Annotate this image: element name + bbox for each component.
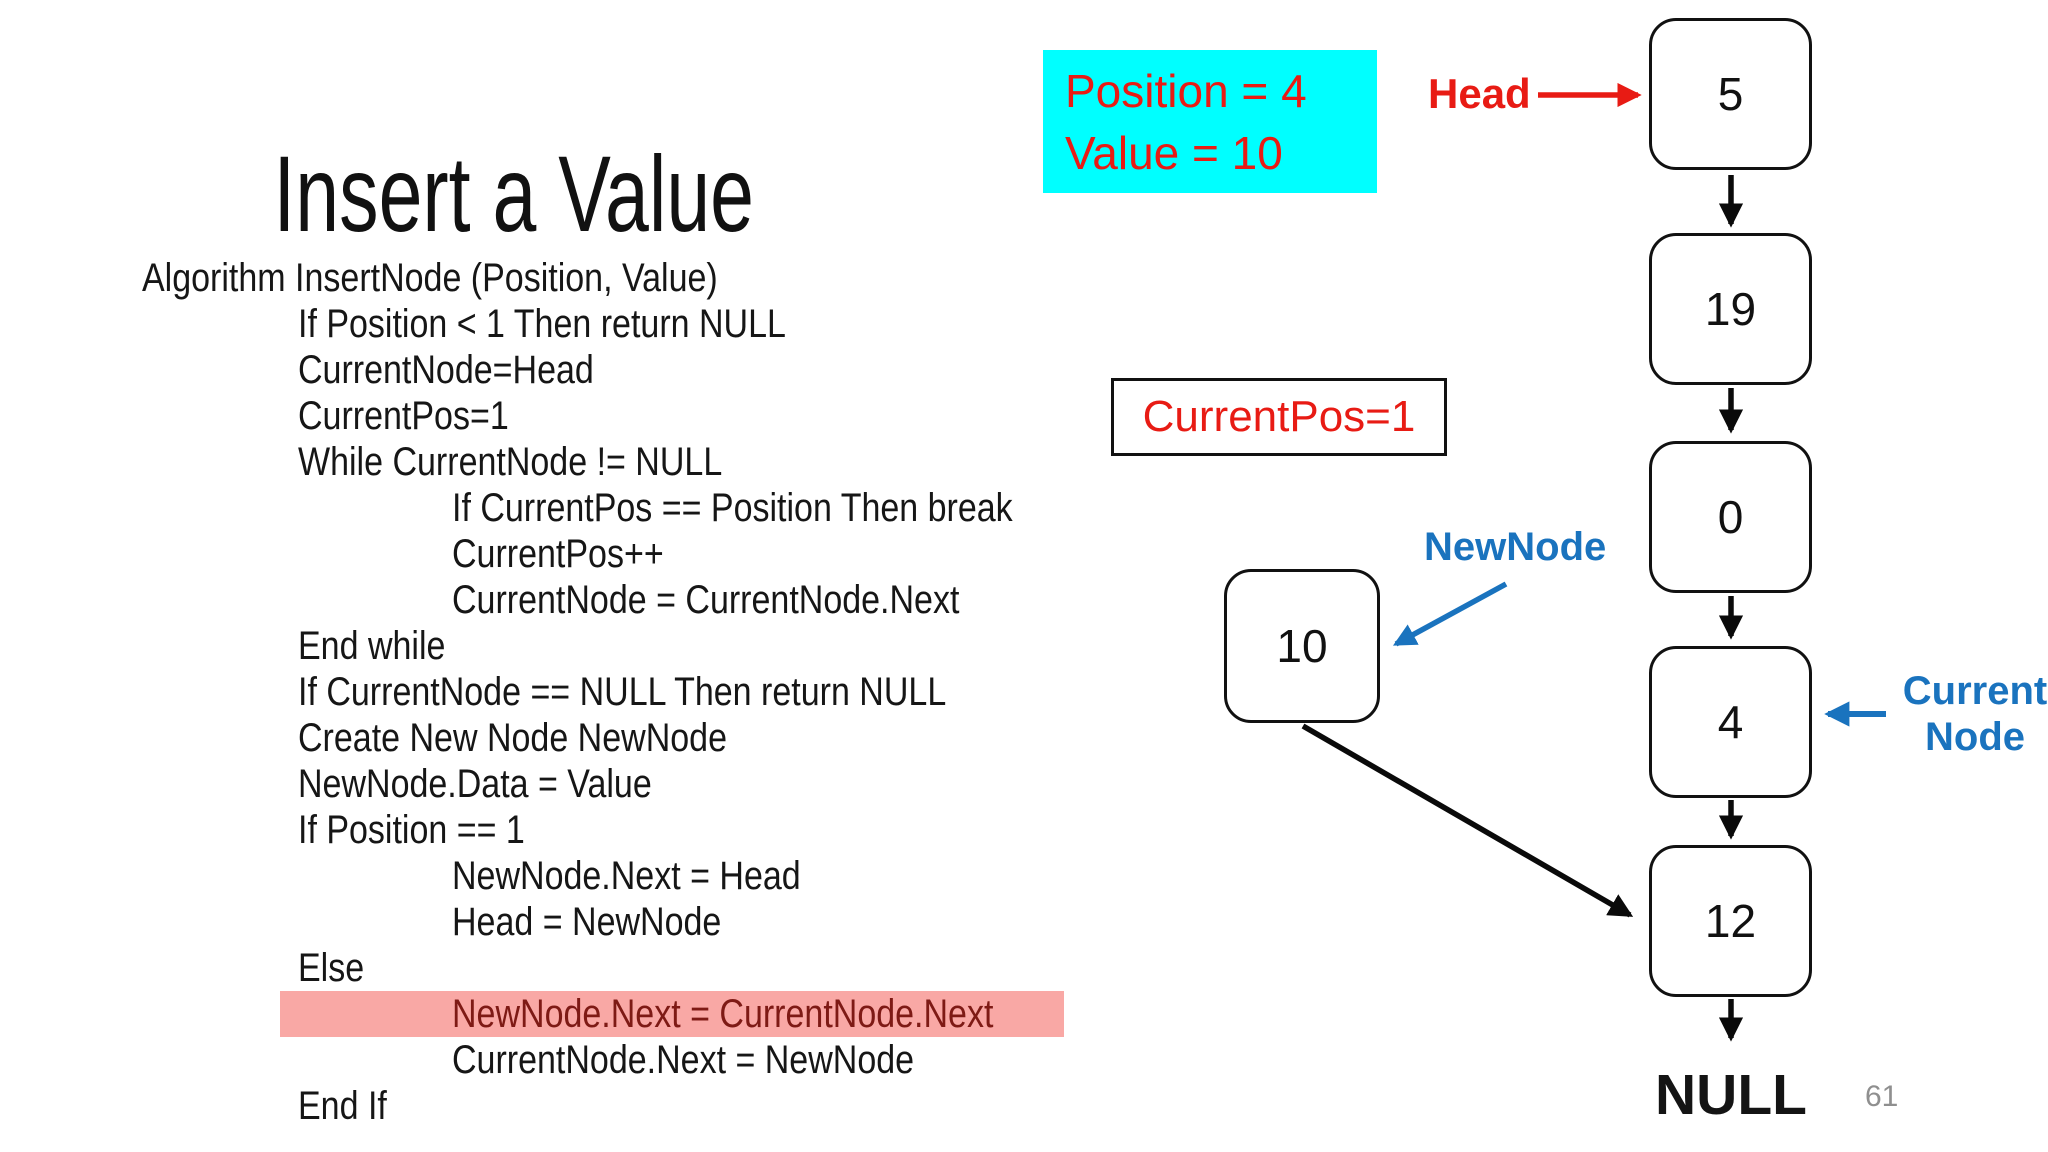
arrow-newnode-label-to-newnode [1392,581,1508,647]
list-node-2: 19 [1649,233,1812,385]
list-node-5: 12 [1649,845,1812,997]
param-value: Value = 10 [1065,127,1283,179]
code-line: NewNode.Data = Value [0,761,1200,807]
code-line: End If [0,1083,1200,1129]
code-line: If Position == 1 [0,807,1200,853]
code-text: Else [298,946,365,990]
currentnode-pointer-label: Current Node [1895,668,2048,760]
code-line-highlighted: NewNode.Next = CurrentNode.Next [0,991,1200,1037]
code-line: While CurrentNode != NULL [0,439,1200,485]
code-line: CurrentNode = CurrentNode.Next [0,577,1200,623]
arrow-newnode-to-node12 [1301,723,1634,918]
code-text: End while [298,624,446,668]
code-line: NewNode.Next = Head [0,853,1200,899]
code-line: If CurrentPos == Position Then break [0,485,1200,531]
currentpos-text: CurrentPos=1 [1142,392,1416,441]
code-text: If CurrentPos == Position Then break [452,486,1013,530]
code-text: If Position < 1 Then return NULL [298,302,786,346]
null-terminator-label: NULL [1655,1063,1807,1127]
code-text: While CurrentNode != NULL [298,440,723,484]
code-line: Else [0,945,1200,991]
code-text: CurrentPos=1 [298,394,509,438]
currentnode-label-line1: Current [1902,669,2048,713]
node-value: 19 [1704,283,1757,335]
new-node: 10 [1224,569,1380,723]
code-text: CurrentNode=Head [298,348,594,392]
parameters-callout-box: Position = 4 Value = 10 [1043,50,1377,193]
code-line: Head = NewNode [0,899,1200,945]
code-line: Algorithm InsertNode (Position, Value) [0,255,1200,301]
node-value: 0 [1717,491,1744,543]
code-text: CurrentNode = CurrentNode.Next [452,578,960,622]
head-pointer-label: Head [1428,70,1531,117]
code-text: CurrentNode.Next = NewNode [452,1038,915,1082]
list-node-4-current: 4 [1649,646,1812,798]
list-node-1: 5 [1649,18,1812,170]
code-text: NewNode.Next = CurrentNode.Next [452,992,994,1036]
slide-page-number: 61 [1865,1080,1899,1113]
code-text: NewNode.Next = Head [452,854,801,898]
list-node-3: 0 [1649,441,1812,593]
slide-title: Insert a Value [273,133,755,254]
param-position: Position = 4 [1065,65,1307,117]
code-line: CurrentPos=1 [0,393,1200,439]
code-line: CurrentPos++ [0,531,1200,577]
node-value: 4 [1717,696,1744,748]
code-text: If Position == 1 [298,808,525,852]
currentnode-label-line2: Node [1925,715,2025,759]
code-text: If CurrentNode == NULL Then return NULL [298,670,947,714]
code-text: NewNode.Data = Value [298,762,652,806]
code-text: Algorithm InsertNode (Position, Value) [142,256,718,300]
code-text: Head = NewNode [452,900,722,944]
code-line: If Position < 1 Then return NULL [0,301,1200,347]
newnode-pointer-label: NewNode [1424,525,1607,569]
code-line: End while [0,623,1200,669]
code-text: CurrentPos++ [452,532,664,576]
node-value: 12 [1704,895,1757,947]
pseudocode-block: Algorithm InsertNode (Position, Value) I… [0,255,1200,1129]
highlight-bar [280,991,1064,1037]
code-text: Create New Node NewNode [298,716,727,760]
code-line: If CurrentNode == NULL Then return NULL [0,669,1200,715]
node-value: 10 [1276,620,1328,672]
code-line: Create New Node NewNode [0,715,1200,761]
node-value: 5 [1717,68,1744,120]
code-line: CurrentNode.Next = NewNode [0,1037,1200,1083]
code-line: CurrentNode=Head [0,347,1200,393]
code-text: End If [298,1084,387,1128]
currentpos-callout-box: CurrentPos=1 [1111,378,1447,456]
